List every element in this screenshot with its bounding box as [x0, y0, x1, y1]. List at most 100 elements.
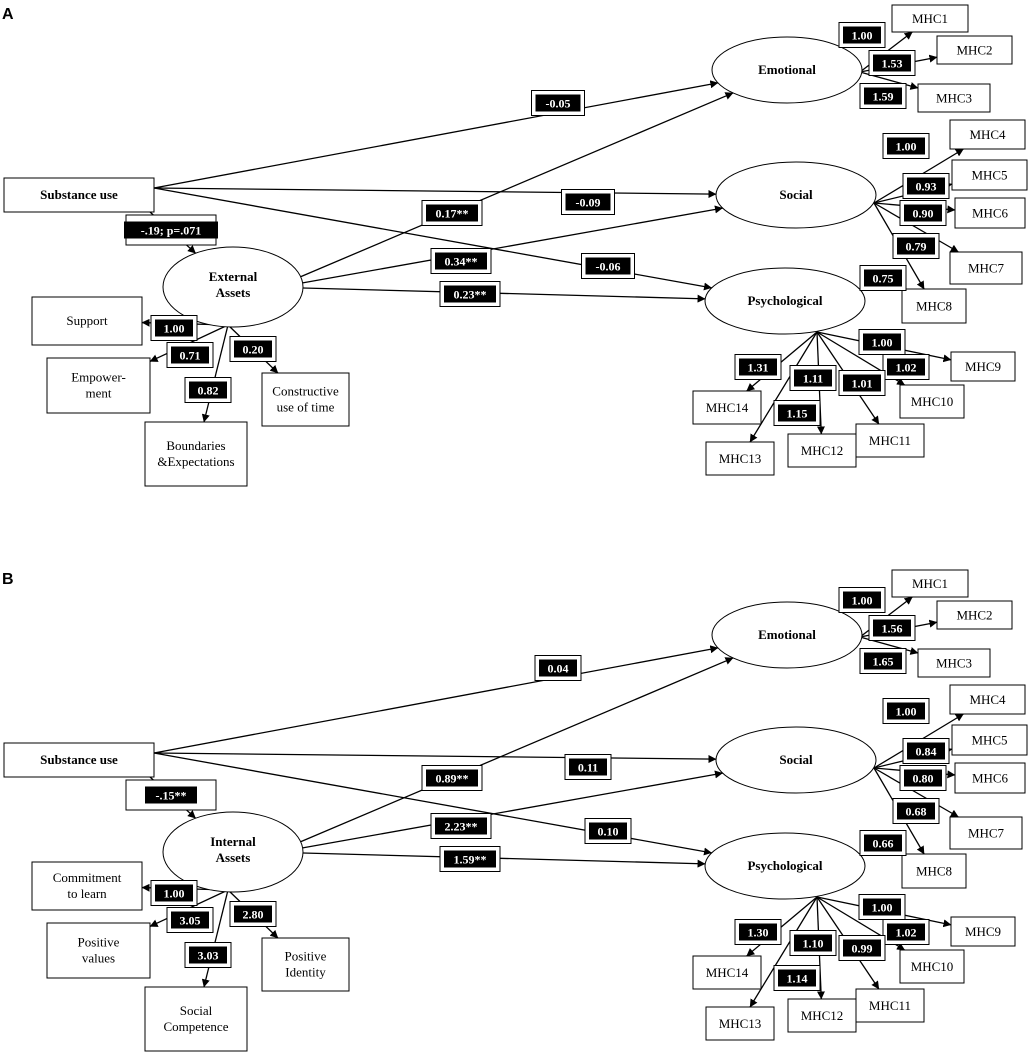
- loading-mhc7: 0.68: [906, 805, 927, 819]
- indicator-box: [46, 357, 151, 414]
- psychological-ellipse: [704, 832, 866, 900]
- loading-mhc11-bg: [843, 939, 881, 957]
- mhc-label: MHC3: [936, 91, 972, 106]
- predictor-box: [3, 742, 155, 778]
- mhc-label: MHC8: [916, 299, 952, 314]
- loading-mhc5: 0.84: [916, 745, 937, 759]
- loading-mhc13-bg: [778, 404, 816, 422]
- psychological-ellipse: [704, 267, 866, 335]
- loading-mhc5-bg: [907, 177, 945, 195]
- loading-indicator-2: 0.71: [180, 349, 201, 363]
- loading-mhc10: 1.02: [896, 361, 917, 375]
- coef-mediator-to-emotional-bg: [426, 769, 478, 787]
- coef-predictor-to-psychological: -0.06: [596, 260, 621, 274]
- loading-mhc14-bg: [739, 923, 777, 941]
- emotional-ellipse: [711, 36, 863, 104]
- panel-label: B: [2, 571, 14, 588]
- loading-mhc4-bg: [887, 702, 925, 720]
- mhc-label: MHC2: [956, 608, 992, 623]
- path-predictor-to-social: [153, 752, 717, 764]
- mhc-label: MHC6: [972, 206, 1009, 221]
- predictor-label: Substance use: [40, 752, 118, 767]
- loading-mhc9: 1.00: [872, 901, 893, 915]
- path-predictor-to-emotional: [153, 80, 719, 189]
- emotional-label: Emotional: [758, 62, 816, 77]
- indicator-label: use of time: [277, 400, 335, 415]
- loading-mhc13: 1.14: [787, 972, 808, 986]
- loading-indicator-1: 1.00: [164, 322, 185, 336]
- emotional-label: Emotional: [758, 627, 816, 642]
- loading-mhc7-bg: [897, 802, 935, 820]
- loading-mhc2-bg: [873, 619, 911, 637]
- loading-indicator-3: 3.03: [198, 949, 219, 963]
- social-label: Social: [779, 752, 813, 767]
- mediator-ellipse: [162, 246, 304, 328]
- loading-mhc12-bg: [794, 369, 832, 387]
- loading-mhc5: 0.93: [916, 180, 937, 194]
- mhc-box: [855, 988, 925, 1023]
- indicator-label: Constructive: [272, 384, 339, 399]
- coef-predictor-to-mediator-bg: [124, 221, 218, 239]
- mhc-box: [949, 684, 1026, 715]
- loading-indicator-1-bg: [155, 319, 193, 337]
- coef-mediator-to-psychological: 1.59**: [454, 853, 487, 867]
- mhc-box: [936, 35, 1013, 65]
- mhc-box: [891, 569, 969, 598]
- coef-mediator-to-social: 0.34**: [445, 255, 478, 269]
- mhc-box: [951, 724, 1028, 756]
- mhc-label: MHC12: [801, 1008, 844, 1023]
- path-predictor-to-emotional: [153, 645, 719, 754]
- mhc-label: MHC7: [968, 261, 1005, 276]
- indicator-label: Positive: [285, 949, 327, 964]
- loading-mhc4: 1.00: [896, 705, 917, 719]
- mhc-label: MHC13: [719, 451, 762, 466]
- coef-mediator-to-emotional: 0.17**: [436, 207, 469, 221]
- mhc-label: MHC4: [969, 127, 1006, 142]
- mhc-box: [954, 762, 1026, 794]
- loading-mhc6: 0.90: [913, 207, 934, 221]
- path-mhc14: [746, 331, 818, 392]
- loading-mhc5-bg: [907, 742, 945, 760]
- mhc-label: MHC6: [972, 771, 1009, 786]
- mhc-label: MHC11: [869, 433, 911, 448]
- mhc-label: MHC5: [971, 168, 1007, 183]
- loading-mhc2: 1.56: [882, 622, 903, 636]
- indicator-box: [144, 986, 248, 1052]
- mhc-label: MHC14: [706, 400, 749, 415]
- mhc-box: [899, 384, 965, 419]
- coef-predictor-to-psychological: 0.10: [598, 825, 619, 839]
- loading-indicator-2: 3.05: [180, 914, 201, 928]
- mhc-box: [936, 600, 1013, 630]
- indicator-label: Competence: [164, 1019, 229, 1034]
- loading-mhc14: 1.31: [748, 361, 769, 375]
- mhc-box: [855, 423, 925, 458]
- loading-mhc4: 1.00: [896, 140, 917, 154]
- loading-indicator-4-bg: [234, 340, 272, 358]
- indicator-label: Positive: [78, 935, 120, 950]
- loading-mhc7-bg: [897, 237, 935, 255]
- mhc-box: [692, 390, 762, 425]
- mhc-label: MHC10: [911, 394, 954, 409]
- coef-predictor-to-mediator: -.19; p=.071: [141, 224, 202, 238]
- mhc-box: [901, 853, 967, 889]
- path-mhc14: [746, 896, 818, 957]
- coef-predictor-to-mediator: -.15**: [156, 789, 187, 803]
- loading-mhc1-bg: [843, 26, 881, 44]
- loading-indicator-3-bg: [189, 946, 227, 964]
- coef-predictor-to-emotional-bg: [539, 659, 577, 677]
- mhc-label: MHC10: [911, 959, 954, 974]
- loading-indicator-2-bg: [171, 346, 209, 364]
- indicator-label: Boundaries: [166, 438, 225, 453]
- indicator-label: values: [82, 951, 115, 966]
- loading-mhc14: 1.30: [748, 926, 769, 940]
- loading-indicator-4-bg: [234, 905, 272, 923]
- coef-predictor-to-social: -0.09: [576, 196, 601, 210]
- mhc-label: MHC1: [912, 11, 948, 26]
- mediator-label: External: [209, 269, 258, 284]
- mhc-box: [949, 816, 1023, 850]
- loading-mhc7: 0.79: [906, 240, 927, 254]
- loading-mhc3: 1.59: [873, 90, 894, 104]
- loading-mhc8-bg: [864, 834, 902, 852]
